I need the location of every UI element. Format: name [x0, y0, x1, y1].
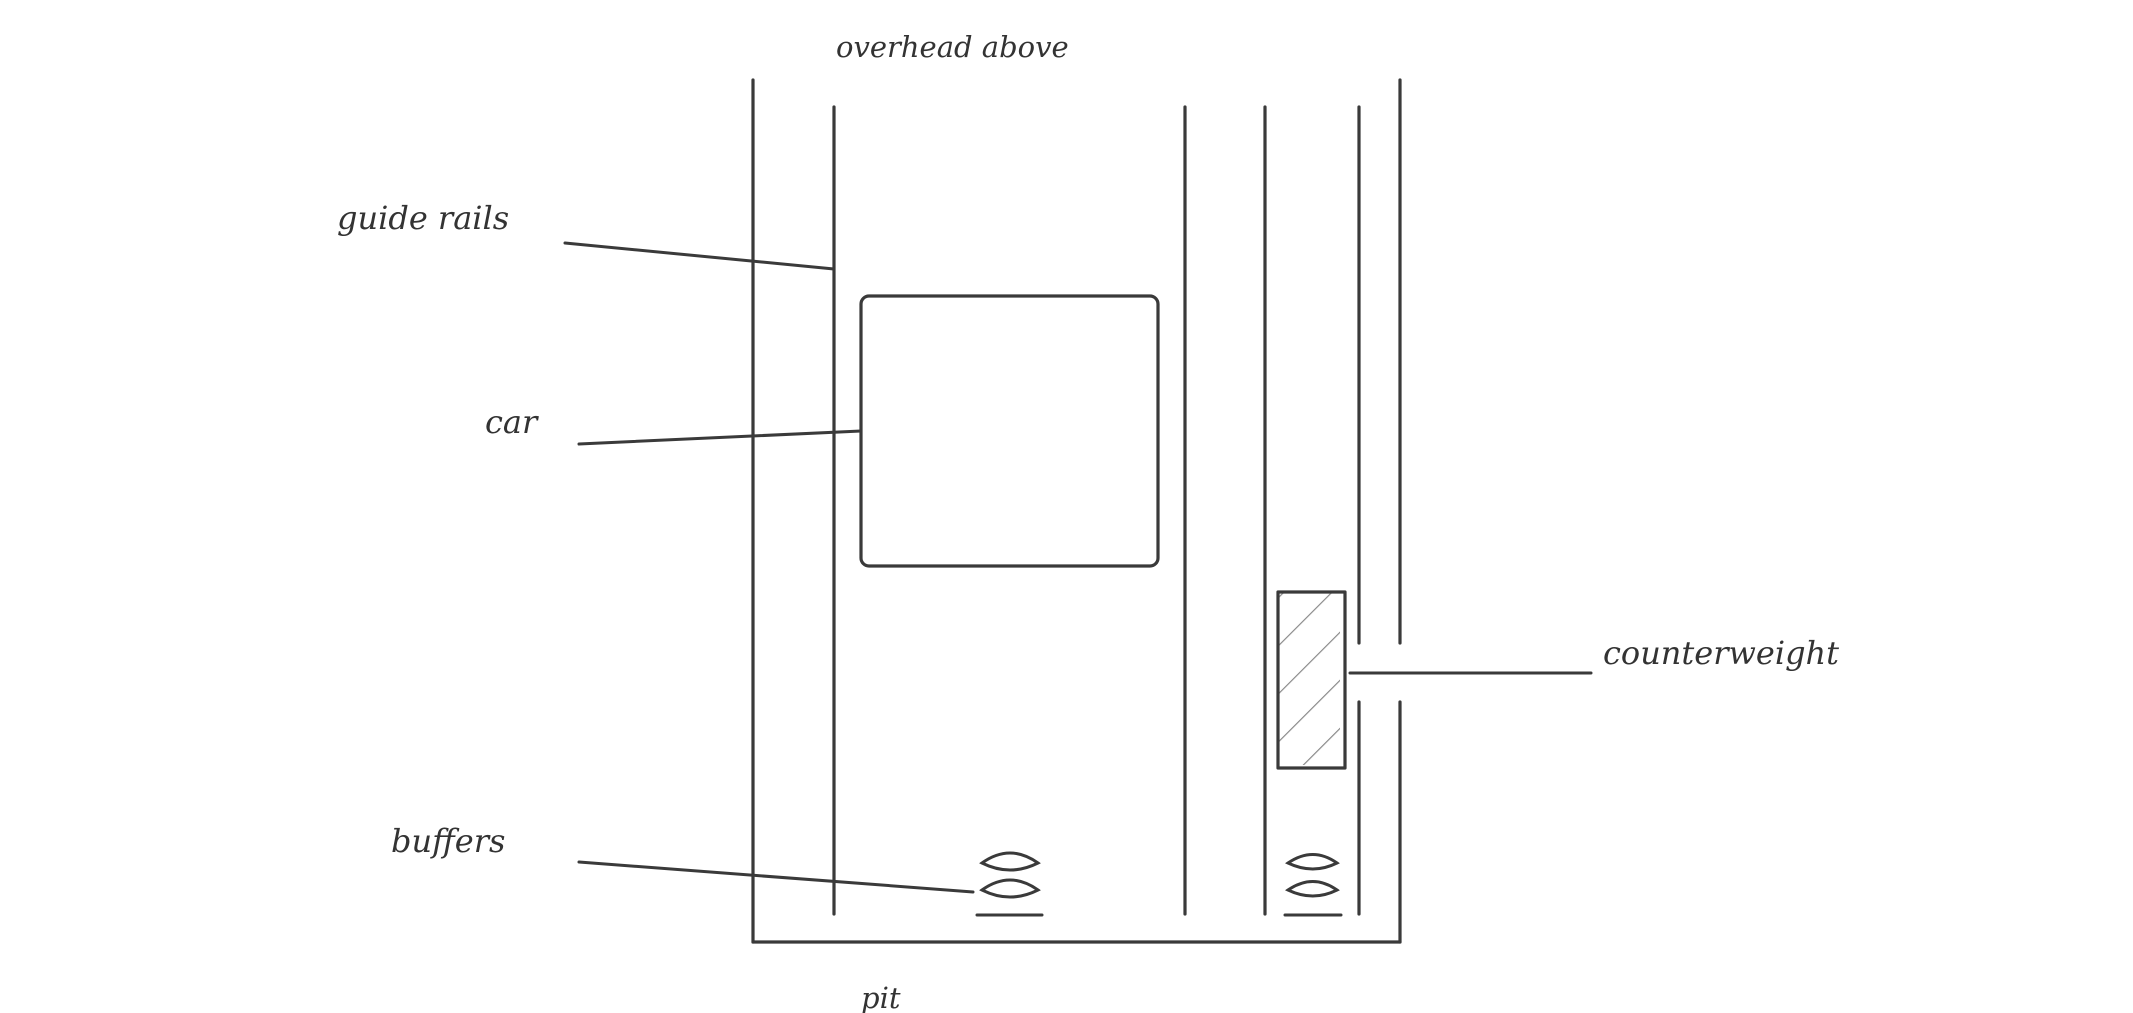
- car-leader: [577, 429, 863, 446]
- pit-label: pit: [861, 981, 901, 1013]
- car-label: car: [485, 403, 539, 441]
- elevator-car: [859, 294, 1160, 568]
- counterweight-block: [1276, 590, 1347, 770]
- shaft: [751, 78, 1402, 944]
- guide-rails-leader: [563, 241, 836, 271]
- overhead-label: overhead above: [836, 30, 1069, 64]
- buffers-label: buffers: [391, 822, 505, 860]
- counterweight-outline: [1276, 590, 1347, 770]
- guide-rails-label: guide rails: [337, 199, 509, 237]
- car-buffer: [975, 851, 1044, 917]
- guide-rails: [832, 105, 1361, 916]
- leader-lines: [563, 241, 1593, 894]
- counterweight-buffer: [1283, 853, 1343, 917]
- counterweight-label: counterweight: [1603, 634, 1839, 672]
- buffers-leader: [577, 860, 975, 894]
